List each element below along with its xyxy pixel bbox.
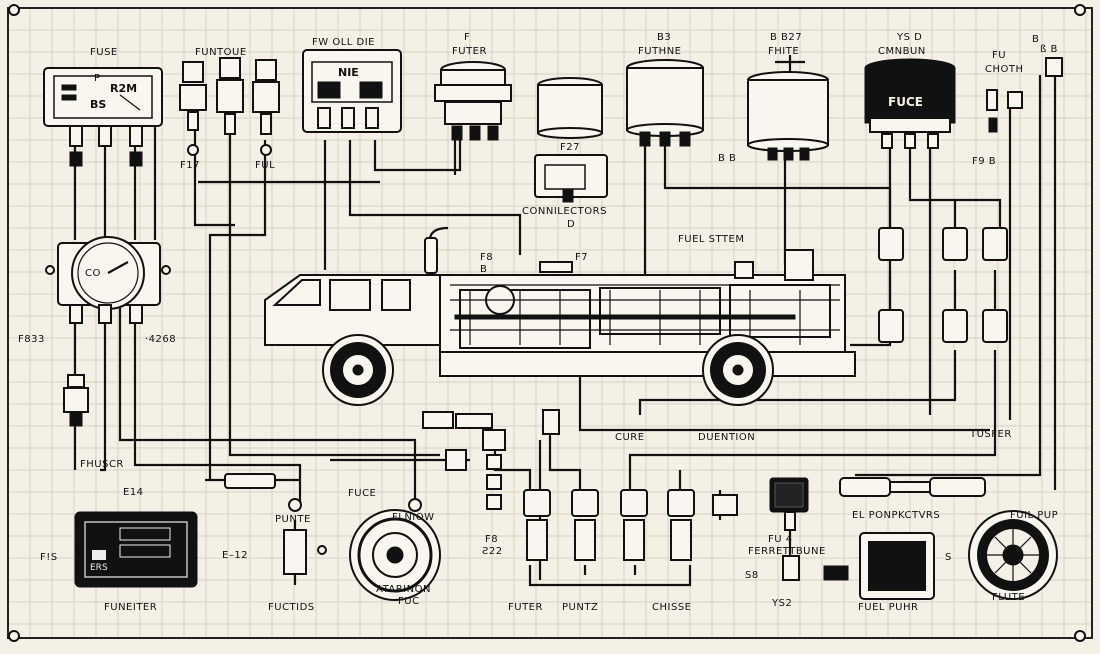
label-flute: FLUTE — [992, 592, 1025, 603]
label-b-small: B — [480, 264, 487, 275]
label-e4: E14 — [123, 487, 144, 498]
small-canister — [537, 77, 603, 139]
truck-front-wheel — [322, 334, 394, 406]
label-f27: F27 — [560, 142, 580, 153]
label-p22: Ƨ22 — [482, 546, 503, 557]
fuse-meter-connectors — [69, 125, 143, 167]
punte-fuses — [283, 498, 422, 585]
lower-inline-connectors — [224, 409, 560, 510]
label-fuel-puhr: FUEL PUHR — [858, 602, 918, 613]
frame-corner-tl — [8, 4, 20, 16]
label-puntz: PUNTZ — [562, 602, 598, 613]
label-ferrettbune: FERRETTBUNE — [748, 546, 826, 557]
label-cure: CURE — [615, 432, 645, 443]
pressure-gauge: CO — [45, 236, 171, 324]
label-funeiter: FUNEITER — [104, 602, 157, 613]
right-small-sensors — [986, 57, 1063, 133]
fuel-pump-wheel — [968, 510, 1058, 600]
flow-wheel — [349, 509, 441, 601]
label-f7: F7 — [575, 252, 588, 263]
label-connectors: CONNILECTORS — [522, 206, 607, 217]
label-d: D — [567, 219, 575, 230]
fuse-block-nie: NIE — [338, 66, 359, 79]
fhite-canister — [747, 55, 829, 161]
label-e12: E–12 — [222, 550, 248, 561]
label-ys2: YS2 — [771, 598, 792, 609]
label-b: B — [1032, 34, 1039, 45]
label-f833: F833 — [18, 334, 45, 345]
filter-canister — [626, 59, 704, 147]
inline-fuel-line — [839, 477, 986, 497]
relay-box — [769, 477, 809, 531]
label-f8-top: F8 — [480, 252, 493, 263]
gauge-co-text: CO — [85, 268, 101, 279]
diagram-labels: FUSE FUNTOUE FW OLL DIE F FUTER B3 FUTHN… — [18, 32, 1058, 613]
label-ful: FUL — [255, 160, 275, 171]
label-fu4: FU 4 — [768, 534, 793, 545]
drawing-frame — [7, 7, 1093, 639]
label-futhne: FUTHNE — [638, 46, 682, 57]
ecu-label: ERS — [90, 563, 108, 573]
injectors-group — [179, 57, 280, 156]
label-cmnbun: CMNBUN — [878, 46, 926, 57]
label-f17: F17 — [180, 160, 200, 171]
truck-chassis — [264, 226, 856, 377]
wires — [73, 75, 1057, 587]
label-ys-d: YS D — [896, 32, 922, 43]
fuse-block: NIE — [302, 49, 402, 133]
label-fu: FU — [992, 50, 1006, 61]
label-b3: B3 — [657, 32, 671, 43]
label-fuel-sitem: FUEL STTEM — [678, 234, 744, 245]
label-fw-oil-die: FW OLL DIE — [312, 37, 375, 48]
fuce-canister: FUCE — [864, 58, 956, 149]
label-el-ponpkctvrs: EL PONPKCTVRS — [852, 510, 940, 521]
label-funtoue: FUNTOUE — [195, 47, 247, 58]
bottom-connector-row — [523, 489, 738, 561]
ecu-module: ERS — [74, 511, 198, 588]
label-tusfer: TUSFER — [969, 429, 1012, 440]
fuse-meter-box: P R2M BS — [43, 67, 163, 127]
label-fuce-mid: FUCE — [348, 488, 376, 499]
label-b6: B B — [718, 153, 736, 164]
label-fhuscr: FHUSCR — [80, 459, 124, 470]
label-s8: S8 — [745, 570, 759, 581]
label-bsh: ß B — [1040, 44, 1058, 55]
label-choth: CHOTH — [985, 64, 1024, 75]
connector-box — [534, 154, 608, 203]
inline-connectors-right — [878, 227, 1008, 343]
label-atarinon: ATARINON — [376, 584, 431, 595]
meter-r2m-text: R2M — [110, 82, 137, 95]
label-fhite: FHITE — [768, 46, 799, 57]
label-s: S — [945, 552, 952, 563]
label-f: F — [464, 32, 470, 43]
label-fuse: FUSE — [90, 47, 118, 58]
label-futer: FUTER — [452, 46, 487, 57]
frame-corner-br — [1074, 630, 1086, 642]
label-futer-bottom: FUTER — [508, 602, 543, 613]
fuce-canister-text: FUCE — [888, 95, 923, 109]
fuse-meter-p: P — [94, 73, 101, 84]
fuel-pump-module — [859, 532, 935, 600]
label-b-b27: B B27 — [770, 32, 802, 43]
label-4268: ·4268 — [145, 334, 176, 345]
meter-bs-text: BS — [90, 98, 106, 111]
truck-rear-wheel — [702, 334, 774, 406]
label-punte: PUNTE — [275, 514, 311, 525]
label-f9b: F9 B — [972, 156, 996, 167]
frame-corner-tr — [1074, 4, 1086, 16]
label-fis: F!S — [40, 552, 58, 563]
label-duention: DUENTION — [698, 432, 755, 443]
label-fuil-pup: FUIL PUP — [1010, 510, 1058, 521]
fuel-filter-housing — [434, 61, 512, 141]
small-fuse-s8 — [782, 555, 849, 581]
left-sensor — [63, 374, 89, 427]
label-fuc: FUC — [398, 596, 420, 607]
label-f8-bottom: F8 — [485, 534, 498, 545]
label-fuctids: FUCTIDS — [268, 602, 315, 613]
label-chisse: CHISSE — [652, 602, 691, 613]
label-flnow: FLNIOW — [392, 512, 435, 523]
frame-corner-bl — [8, 630, 20, 642]
